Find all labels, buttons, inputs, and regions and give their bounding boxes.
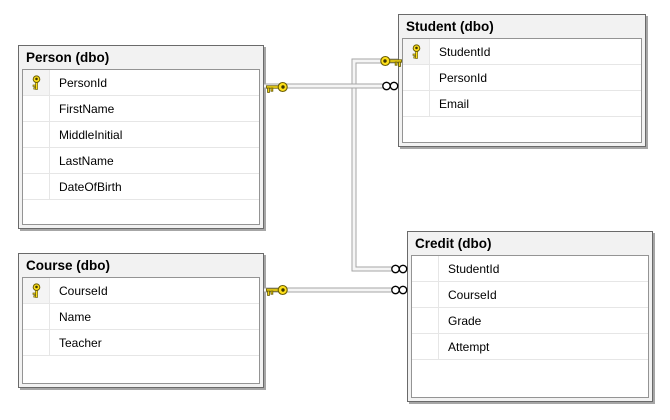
column-name: FirstName [59, 101, 115, 116]
pk-cell [412, 256, 439, 281]
table-title: Course (dbo) [26, 258, 110, 273]
column-name: StudentId [448, 261, 500, 276]
column-row[interactable]: PersonId [403, 65, 641, 91]
column-row[interactable]: LastName [23, 148, 259, 174]
pk-cell [23, 122, 50, 147]
key-icon [265, 284, 288, 296]
table-column-list: PersonId FirstName MiddleInitial LastNam… [22, 69, 260, 225]
pk-cell [412, 334, 439, 359]
table-column-list: StudentId PersonId Email [402, 38, 642, 143]
column-name: StudentId [439, 44, 491, 59]
infinity-icon [382, 81, 399, 91]
column-name: LastName [59, 153, 114, 168]
pk-cell [23, 278, 50, 303]
column-name: Name [59, 309, 92, 324]
pk-cell [403, 65, 430, 90]
table-student[interactable]: Student (dbo) StudentId PersonId [398, 14, 646, 147]
pk-cell [23, 70, 50, 95]
pk-cell [23, 330, 50, 355]
relation-student-credit[interactable] [351, 55, 408, 274]
table-title: Credit (dbo) [415, 236, 492, 251]
pk-cell [23, 148, 50, 173]
pk-cell [412, 282, 439, 307]
infinity-icon [391, 264, 408, 274]
relation-person-student[interactable] [264, 81, 399, 93]
column-row[interactable]: CourseId [23, 278, 259, 304]
column-name: PersonId [59, 75, 108, 90]
column-name: MiddleInitial [59, 127, 123, 142]
primary-key-icon [412, 43, 420, 59]
pk-cell [23, 174, 50, 199]
table-title: Person (dbo) [26, 50, 110, 65]
column-row[interactable]: FirstName [23, 96, 259, 122]
column-name: DateOfBirth [59, 179, 122, 194]
table-column-list: CourseId Name Teacher [22, 277, 260, 384]
primary-key-icon [32, 282, 40, 298]
pk-cell [403, 91, 430, 116]
column-name: Attempt [448, 339, 490, 354]
relation-course-credit[interactable] [264, 284, 408, 296]
table-title: Student (dbo) [406, 19, 494, 34]
table-course[interactable]: Course (dbo) CourseId Name [18, 253, 264, 388]
table-column-list: StudentId CourseId Grade Attempt [411, 255, 649, 398]
column-row[interactable]: MiddleInitial [23, 122, 259, 148]
table-person[interactable]: Person (dbo) PersonId FirstName [18, 45, 264, 229]
pk-cell [412, 308, 439, 333]
column-name: Email [439, 96, 470, 111]
column-row[interactable]: DateOfBirth [23, 174, 259, 200]
column-row[interactable]: PersonId [23, 70, 259, 96]
column-row[interactable]: StudentId [412, 256, 648, 282]
column-row[interactable]: Email [403, 91, 641, 117]
column-name: CourseId [448, 287, 497, 302]
column-row[interactable]: Grade [412, 308, 648, 334]
column-row[interactable]: StudentId [403, 39, 641, 65]
column-row[interactable]: Attempt [412, 334, 648, 360]
column-name: Grade [448, 313, 482, 328]
primary-key-icon [32, 74, 40, 90]
column-row[interactable]: CourseId [412, 282, 648, 308]
pk-cell [23, 304, 50, 329]
pk-cell [23, 96, 50, 121]
key-icon [380, 55, 403, 67]
pk-cell [403, 39, 430, 64]
column-name: Teacher [59, 335, 102, 350]
infinity-icon [391, 285, 408, 295]
column-name: CourseId [59, 283, 108, 298]
column-row[interactable]: Name [23, 304, 259, 330]
column-row[interactable]: Teacher [23, 330, 259, 356]
column-name: PersonId [439, 70, 488, 85]
table-credit[interactable]: Credit (dbo) StudentId CourseId Grade At… [407, 231, 653, 402]
